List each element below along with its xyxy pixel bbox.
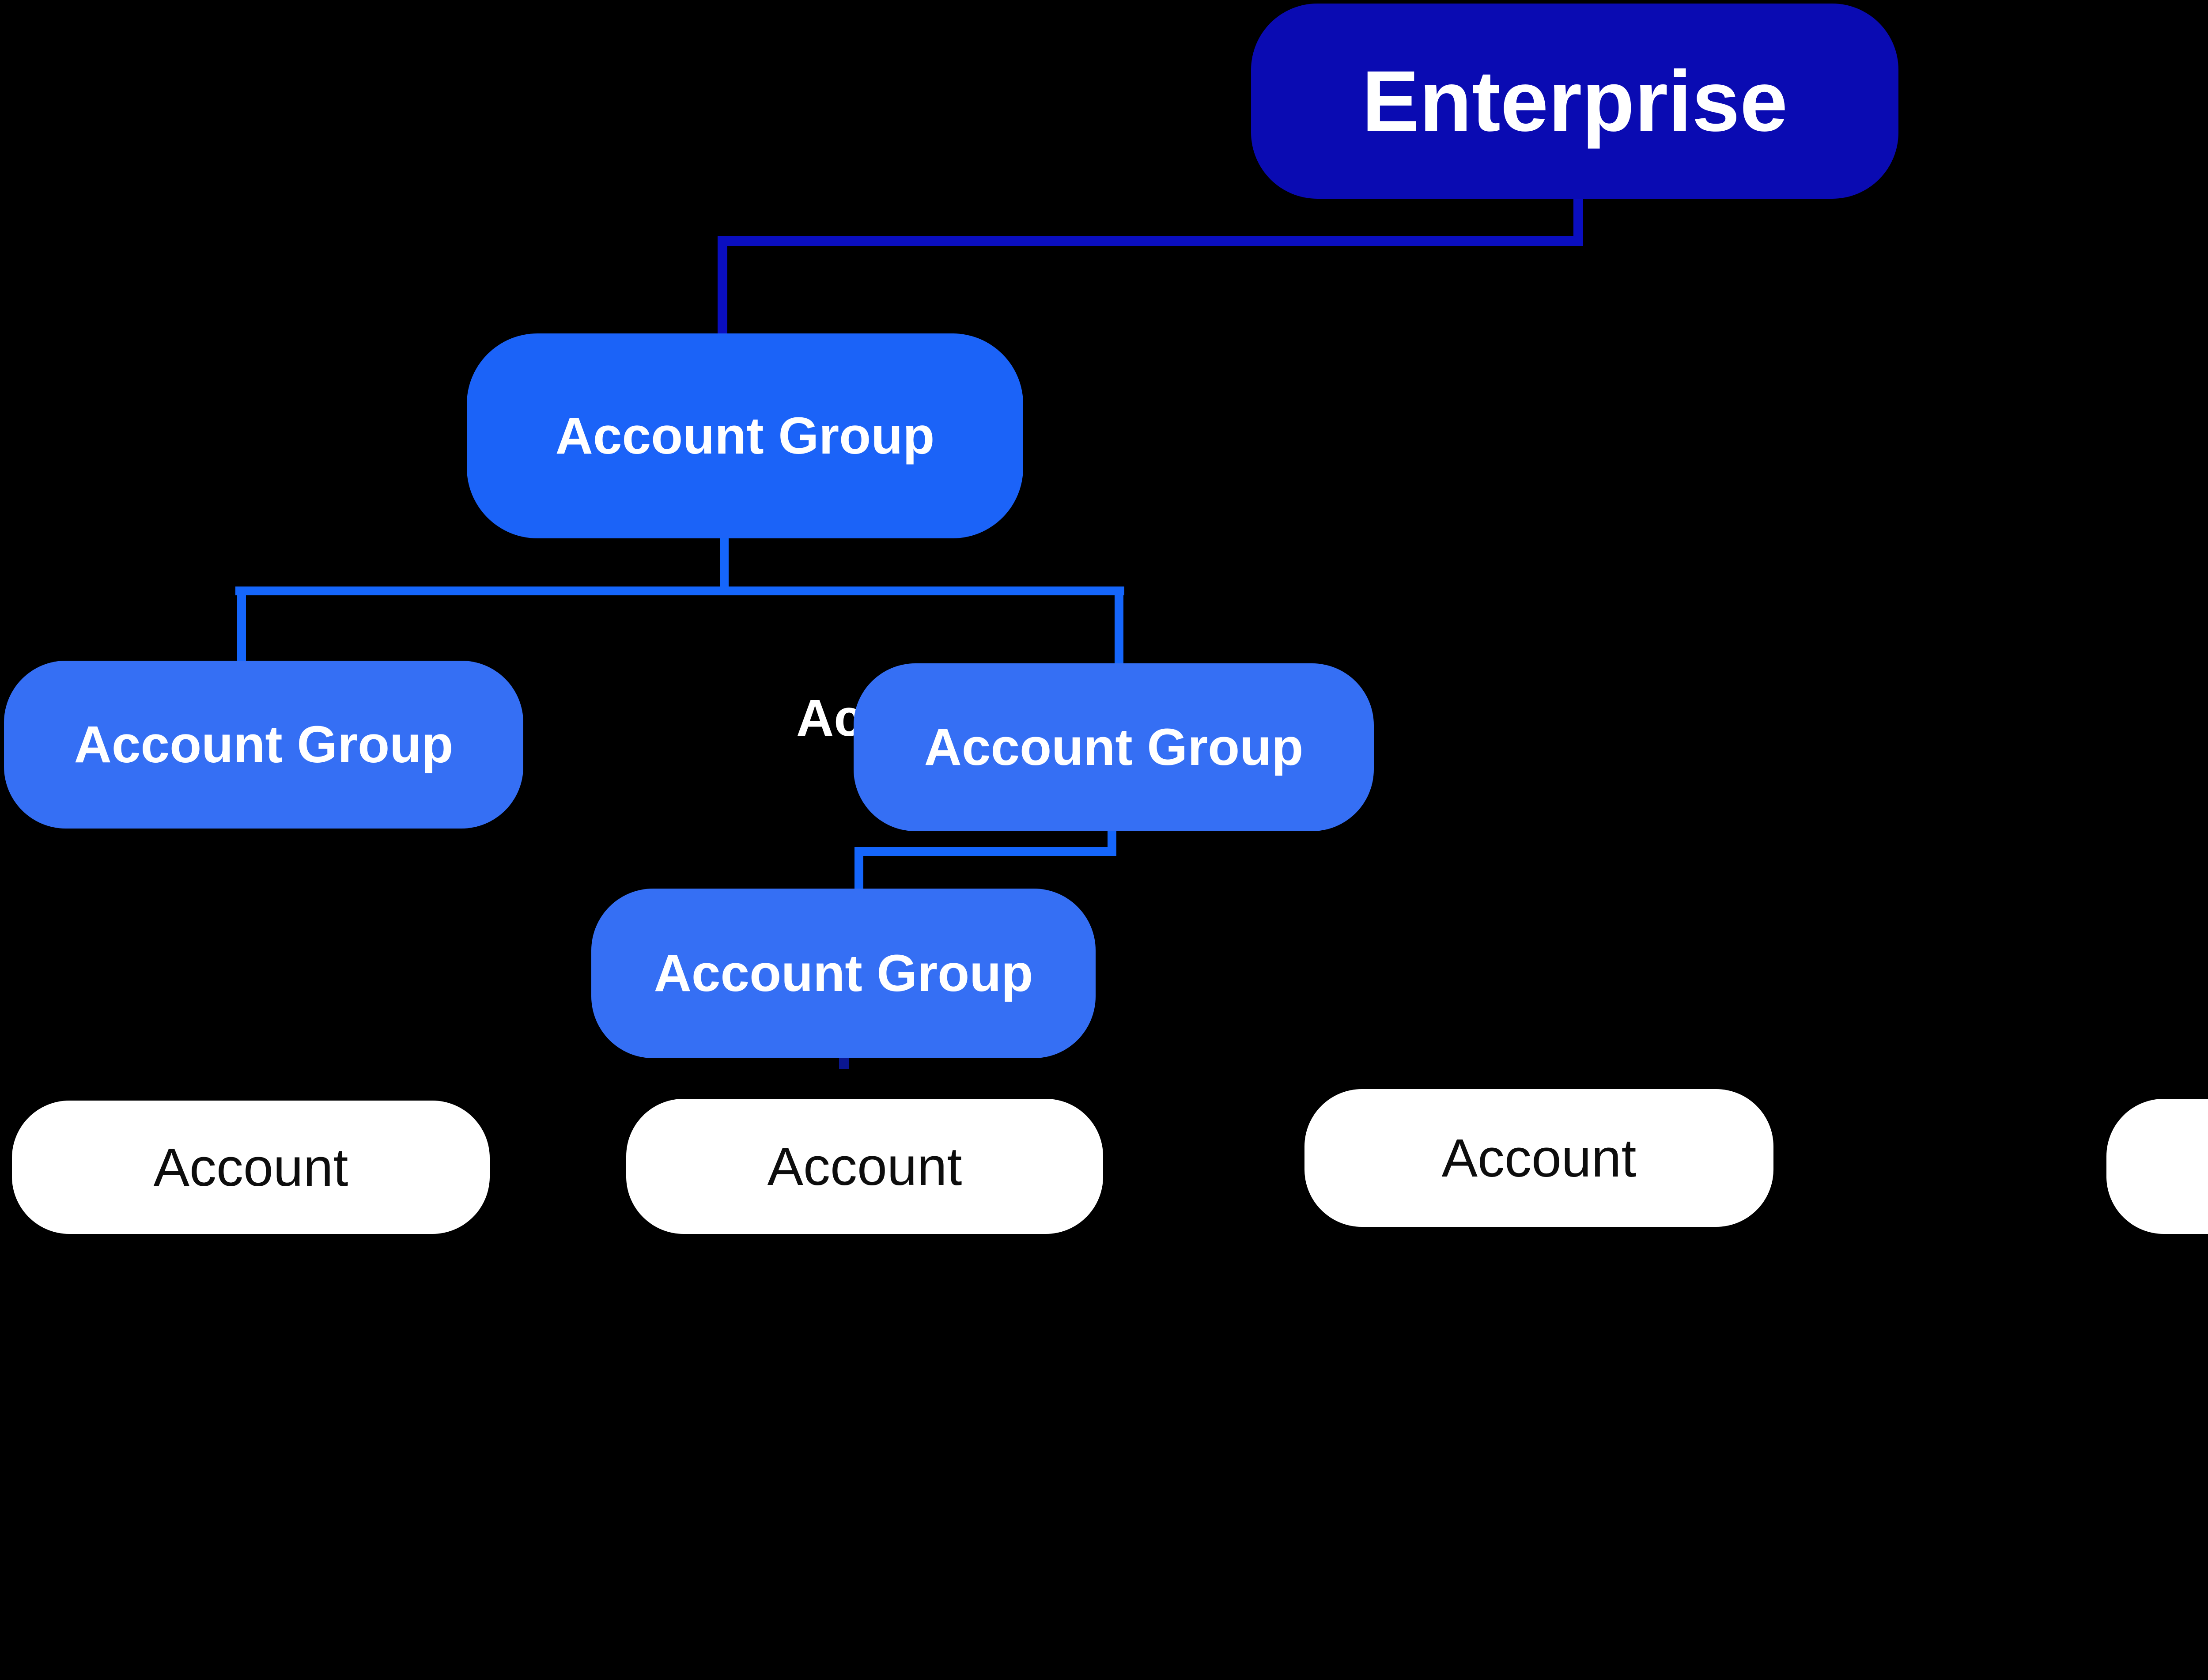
node-account-group-left[interactable]: Account Group bbox=[4, 661, 523, 829]
node-account-group-left-label: Account Group bbox=[74, 715, 454, 774]
node-account-group-lower-label: Account Group bbox=[654, 944, 1033, 1003]
node-enterprise[interactable]: Enterprise bbox=[1251, 4, 1898, 199]
connector-ag-top-drop bbox=[720, 538, 729, 589]
node-account-2[interactable]: Account bbox=[626, 1099, 1103, 1234]
connector-enterprise-to-ag-top bbox=[718, 236, 727, 335]
connector-to-ag-lower bbox=[854, 847, 863, 890]
connector-enterprise-drop bbox=[1573, 198, 1583, 246]
connector-rail-to-ag-left bbox=[237, 586, 246, 662]
node-account-1-label: Account bbox=[153, 1137, 348, 1197]
connector-ag-lower-stub bbox=[839, 1057, 849, 1069]
node-account-3[interactable]: Account bbox=[1304, 1089, 1773, 1227]
connector-ag-rail bbox=[235, 586, 1124, 595]
node-account-2-label: Account bbox=[767, 1136, 962, 1196]
node-account-3-label: Account bbox=[1441, 1128, 1637, 1188]
node-account-group-lower[interactable]: Account Group bbox=[591, 889, 1096, 1058]
node-account-group-middle[interactable]: Account Group bbox=[854, 663, 1374, 831]
occluded-node-label: Ac bbox=[796, 689, 863, 747]
node-account-1[interactable]: Account bbox=[12, 1101, 490, 1234]
node-enterprise-label: Enterprise bbox=[1361, 53, 1788, 149]
node-account-group-middle-label: Account Group bbox=[924, 718, 1304, 776]
connector-rail-to-ag-middle bbox=[1115, 586, 1123, 665]
connector-enterprise-horizontal bbox=[718, 236, 1583, 246]
node-account-group-top[interactable]: Account Group bbox=[467, 333, 1023, 538]
node-account-4[interactable]: Account bbox=[2106, 1099, 2208, 1234]
connector-ag-middle-horizontal bbox=[854, 847, 1116, 856]
node-account-group-top-label: Account Group bbox=[555, 407, 935, 465]
